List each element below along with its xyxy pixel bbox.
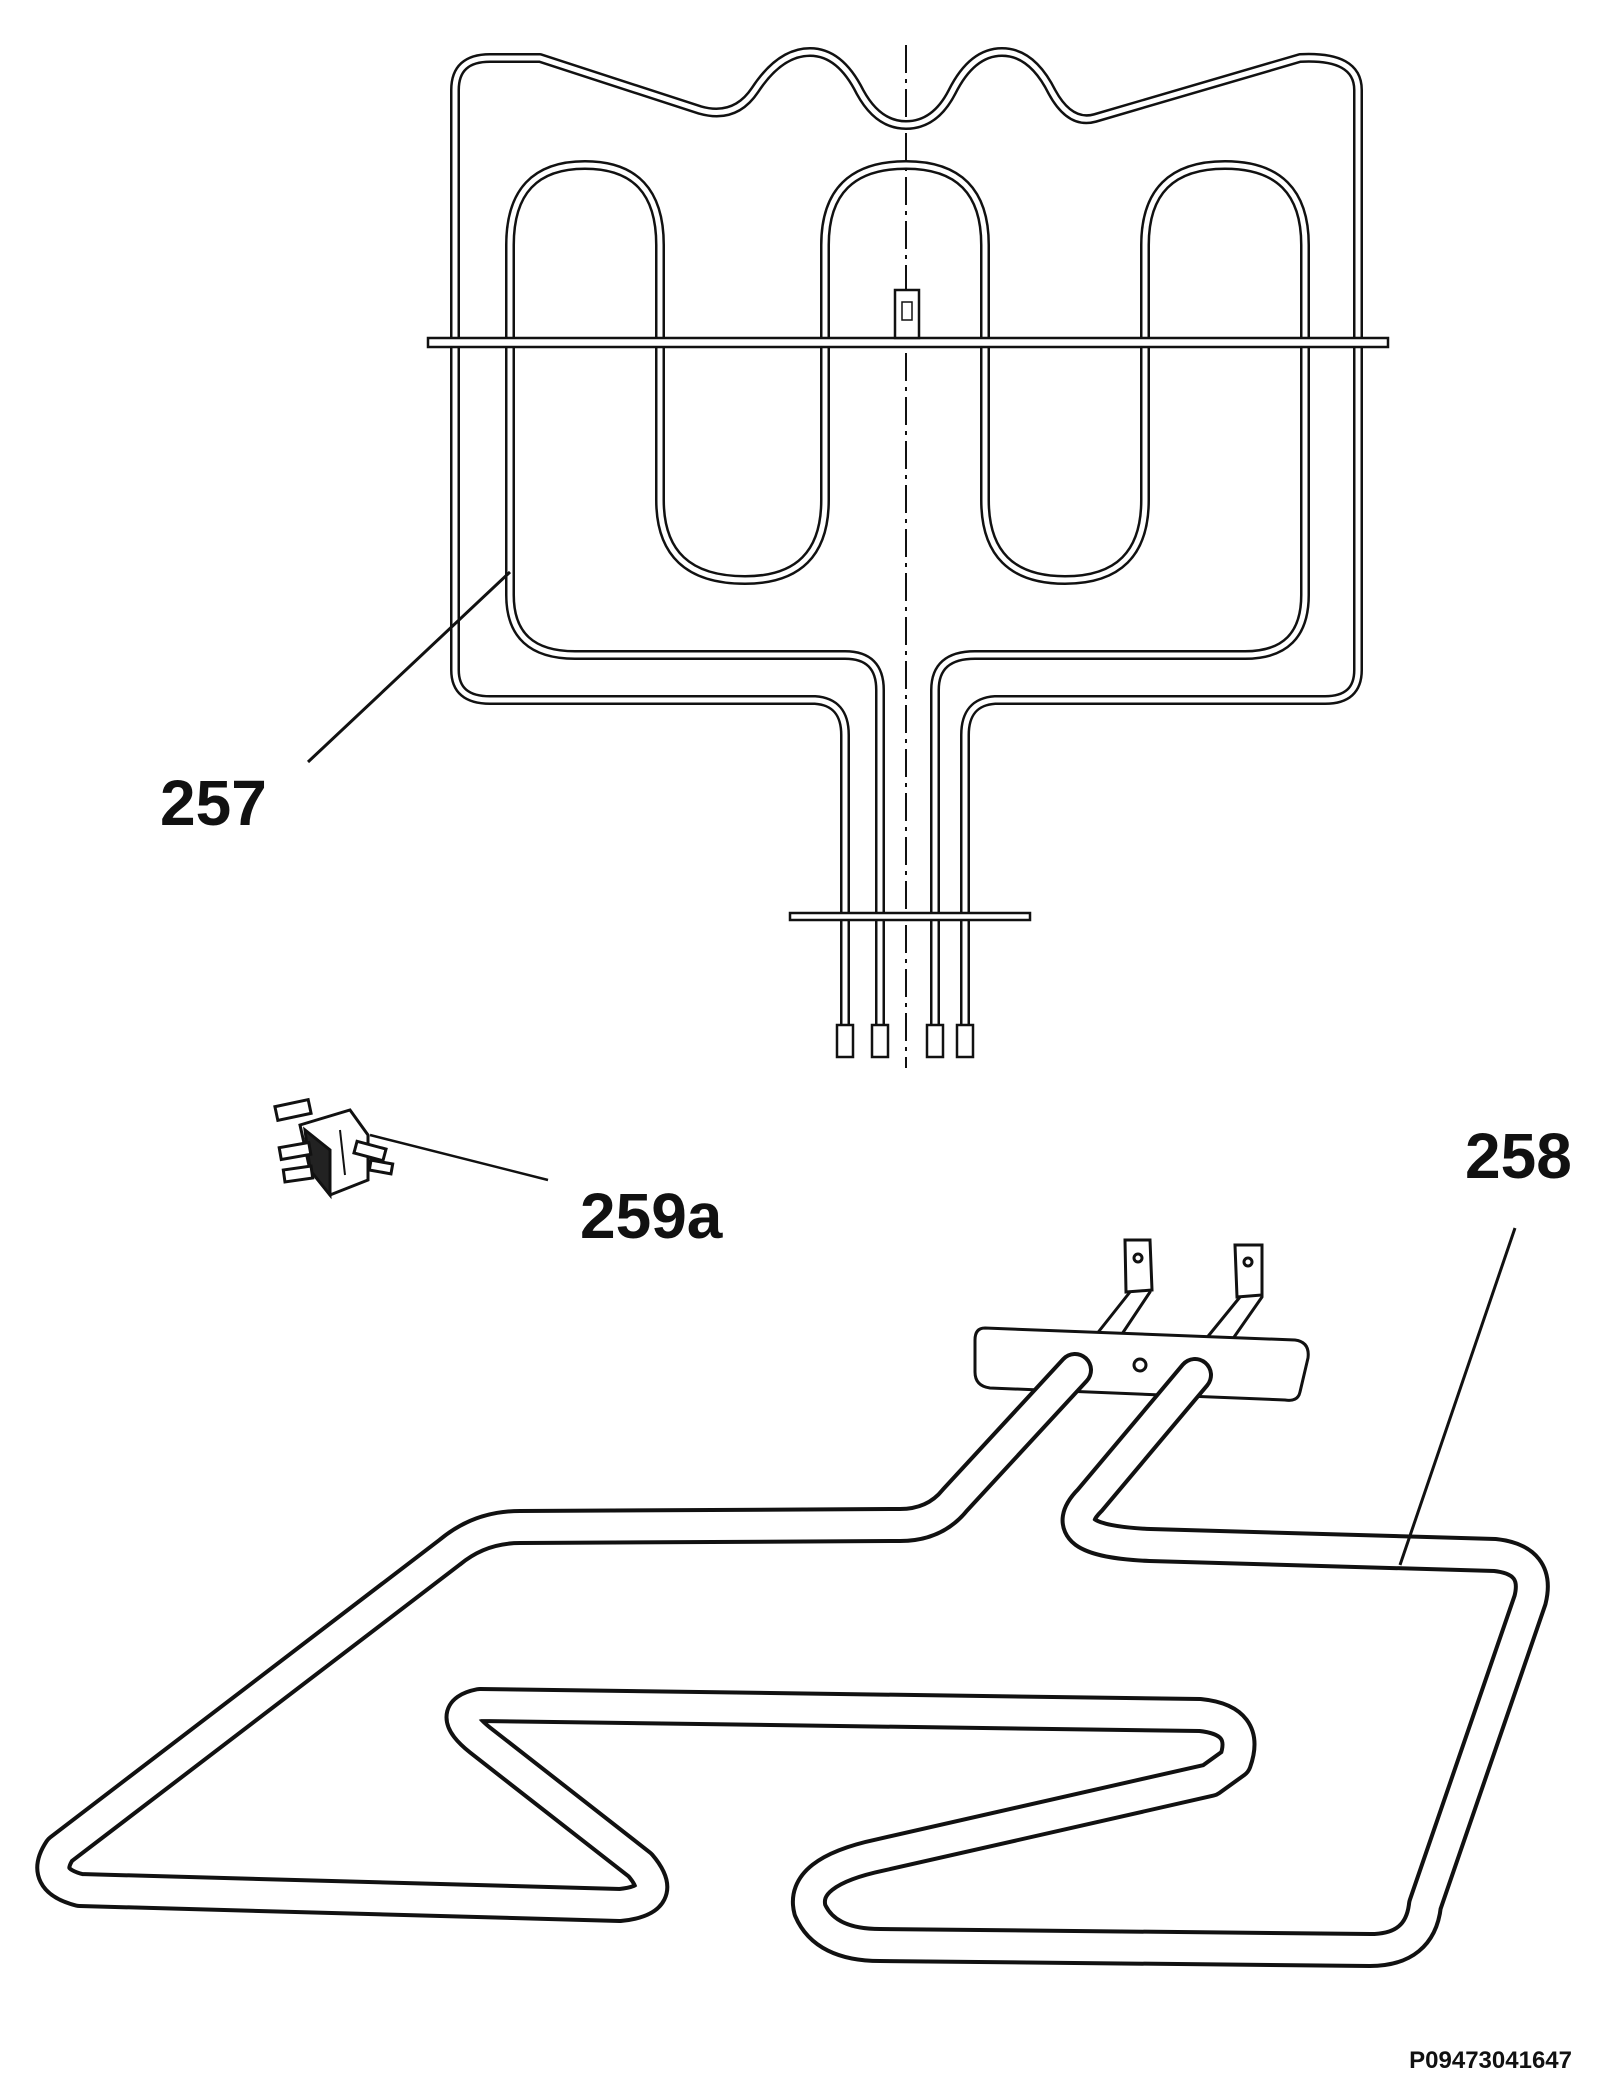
grill-mounting-plate bbox=[788, 911, 1032, 922]
leader-line-257 bbox=[306, 570, 512, 764]
thermostat-switch-part bbox=[273, 1097, 395, 1200]
grill-outer-loop bbox=[450, 47, 1363, 1053]
callout-257: 257 bbox=[160, 767, 267, 839]
lower-element-terminals bbox=[1090, 1238, 1264, 1342]
upper-grill-element bbox=[306, 45, 1390, 1068]
grill-inner-serpentine bbox=[505, 160, 1310, 1053]
drawing-code: P09473041647 bbox=[1409, 2047, 1572, 2074]
callout-259a: 259a bbox=[580, 1180, 723, 1252]
leader-line-258 bbox=[1398, 1227, 1517, 1566]
leader-line-259a bbox=[369, 1133, 549, 1182]
grill-terminals bbox=[835, 1023, 975, 1059]
lower-oven-element bbox=[35, 1227, 1550, 1968]
grill-support-bar bbox=[426, 288, 1390, 349]
callout-258: 258 bbox=[1465, 1120, 1572, 1192]
lower-element-loop bbox=[35, 1352, 1550, 1968]
